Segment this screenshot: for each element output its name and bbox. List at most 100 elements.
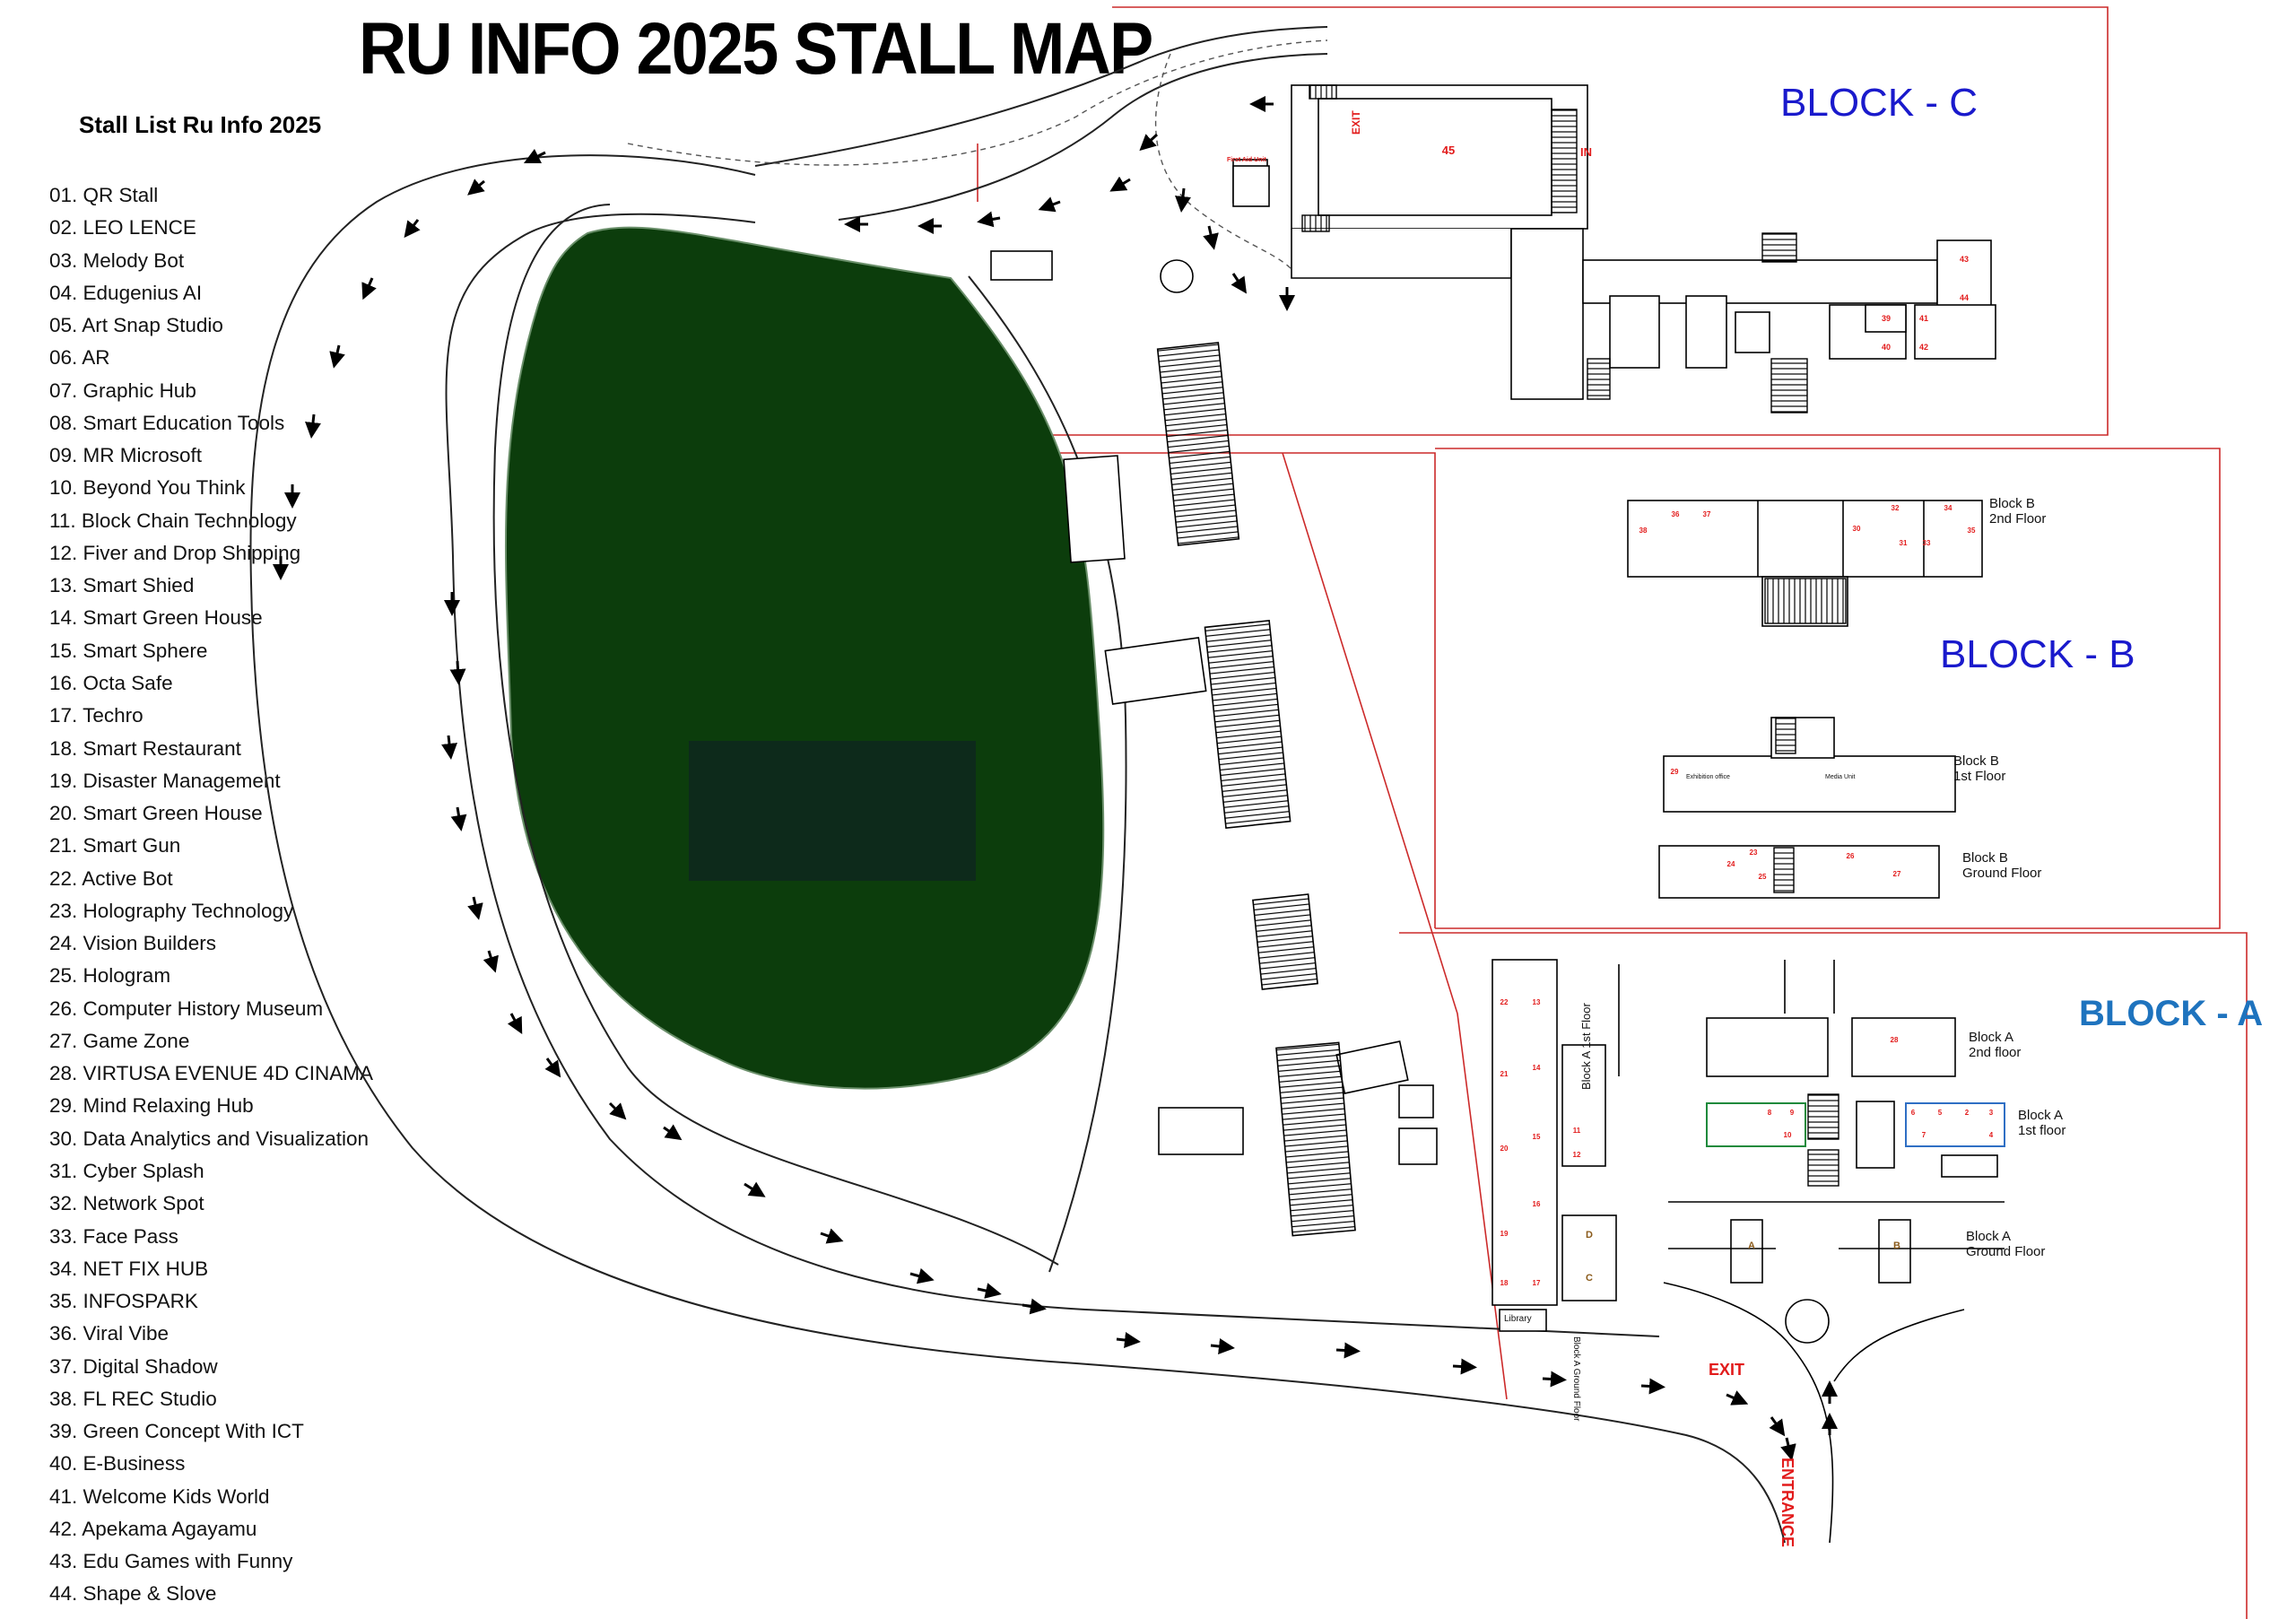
stall-number-36: 36 <box>1672 510 1680 518</box>
block-c-stairs <box>1301 84 1808 413</box>
central-stairs <box>1156 342 1356 1237</box>
stall-number-11: 11 <box>1573 1127 1581 1135</box>
stall-number-20: 20 <box>1500 1145 1509 1153</box>
stall-list-item: 03. Melody Bot <box>49 248 185 272</box>
stall-number-a: A <box>1748 1240 1755 1251</box>
stall-list-item: 06. AR <box>49 346 110 370</box>
stall-list-item: 23. Holography Technology <box>49 899 294 922</box>
stall-number-45: 45 <box>1442 144 1455 157</box>
stall-list-item: 12. Fiver and Drop Shipping <box>49 541 301 564</box>
stall-number-d: D <box>1586 1230 1593 1240</box>
block-c-in-label: IN <box>1580 145 1592 159</box>
stall-list-item: 15. Smart Sphere <box>49 639 208 662</box>
block-a-ground-floor-label: Block A Ground Floor <box>1966 1229 2046 1259</box>
stall-list-item: 17. Techro <box>49 704 144 727</box>
stall-list-heading: Stall List Ru Info 2025 <box>79 111 322 138</box>
stall-number-4: 4 <box>1989 1131 1994 1139</box>
stall-list-item: 07. Graphic Hub <box>49 379 196 402</box>
stall-number-13: 13 <box>1533 998 1541 1006</box>
stall-number-3: 3 <box>1989 1109 1994 1117</box>
stall-list-item: 30. Data Analytics and Visualization <box>49 1127 370 1150</box>
stall-number-26: 26 <box>1847 852 1855 860</box>
stall-number-29: 29 <box>1671 768 1679 776</box>
stall-list-item: 38. FL REC Studio <box>49 1387 217 1410</box>
stall-number-28: 28 <box>1891 1036 1899 1044</box>
stall-list: 01. QR Stall 02. LEO LENCE 03. Melody Bot 0… <box>49 179 373 1611</box>
block-a-roads <box>1618 960 2005 1544</box>
road-arrows <box>273 96 1838 1461</box>
stall-list-item: 04. Edugenius AI <box>49 281 203 304</box>
stall-number-2: 2 <box>1965 1109 1970 1117</box>
stall-list-item: 10. Beyond You Think <box>49 476 246 500</box>
stall-list-item: 39. Green Concept With ICT <box>49 1420 304 1443</box>
stall-number-b: B <box>1893 1240 1900 1251</box>
entrance-label: ENTRANCE <box>1779 1458 1796 1548</box>
stall-list-item: 21. Smart Gun <box>49 834 181 857</box>
stall-list-item: 11. Block Chain Technology <box>49 509 297 532</box>
stall-list-item: 40. E-Business <box>49 1452 186 1475</box>
stall-list-item: 33. Face Pass <box>49 1224 178 1248</box>
stall-list-item: 43. Edu Games with Funny <box>49 1550 293 1573</box>
block-a-first-floor-vertical-label: Block A 1st Floor <box>1579 1003 1593 1090</box>
library-label: Library <box>1504 1314 1532 1324</box>
stall-number-40: 40 <box>1882 343 1891 352</box>
stall-number-41: 41 <box>1919 314 1928 323</box>
stall-list-item: 37. Digital Shadow <box>49 1354 218 1378</box>
stall-list-item: 05. Art Snap Studio <box>49 314 223 337</box>
stall-list-item: 09. MR Microsoft <box>49 444 203 467</box>
stall-number-27: 27 <box>1893 870 1901 878</box>
stall-list-item: 44. Shape & Slove <box>49 1582 217 1606</box>
stall-number-42: 42 <box>1919 343 1928 352</box>
block-c-exit-label: EXIT <box>1350 110 1362 135</box>
block-a-buildings <box>1492 959 2005 1344</box>
stall-list-item: 34. NET FIX HUB <box>49 1257 209 1280</box>
stall-number-8: 8 <box>1768 1109 1772 1117</box>
block-c-label: BLOCK - C <box>1780 81 1979 125</box>
block-b-first-floor-label: Block B 1st Floor <box>1953 753 2006 784</box>
stall-number-38: 38 <box>1639 527 1648 535</box>
block-b-stairs <box>1764 578 1847 893</box>
stall-number-16: 16 <box>1533 1200 1541 1208</box>
stall-list-item: 16. Octa Safe <box>49 671 173 694</box>
stall-list-item: 27. Game Zone <box>49 1029 190 1052</box>
media-unit-label: Media Unit <box>1825 774 1856 780</box>
stall-list-item: 02. LEO LENCE <box>49 216 196 239</box>
stall-list-item: 24. Vision Builders <box>49 932 216 955</box>
exhibition-office-label: Exhibition office <box>1686 774 1730 780</box>
block-b-second-floor-label: Block B 2nd Floor <box>1989 496 2047 527</box>
stall-number-37: 37 <box>1703 510 1711 518</box>
block-a-ground-floor-vertical-label: Block A Ground Floor <box>1571 1336 1581 1422</box>
playground <box>504 226 1105 1090</box>
stall-list-item: 19. Disaster Management <box>49 769 281 792</box>
stall-list-item: 42. Apekama Agayamu <box>49 1517 257 1540</box>
stall-list-item: 36. Viral Vibe <box>49 1322 170 1345</box>
stall-number-14: 14 <box>1533 1064 1541 1072</box>
stall-number-12: 12 <box>1573 1151 1581 1159</box>
stall-list-item: 35. INFOSPARK <box>49 1290 198 1313</box>
stall-number-32: 32 <box>1892 504 1900 512</box>
stall-list-item: 18. Smart Restaurant <box>49 736 241 760</box>
stall-list-item: 08. Smart Education Tools <box>49 411 285 434</box>
block-b-buildings <box>1627 500 1983 899</box>
block-b-label: BLOCK - B <box>1940 632 2135 676</box>
stall-list-item: 01. QR Stall <box>49 184 159 206</box>
stall-number-18: 18 <box>1500 1279 1509 1287</box>
stall-number-21: 21 <box>1500 1070 1509 1078</box>
section-borders <box>977 6 2248 1619</box>
road-outer <box>249 26 1786 1544</box>
stall-list-item: 13. Smart Shied <box>49 574 195 597</box>
stall-list-item: 14. Smart Green House <box>49 606 263 630</box>
stall-number-35: 35 <box>1968 527 1976 535</box>
stall-list-item: 29. Mind Relaxing Hub <box>49 1094 254 1118</box>
stall-list-item: 22. Active Bot <box>49 866 173 890</box>
stall-number-31: 31 <box>1900 539 1908 547</box>
stall-number-33: 33 <box>1923 539 1931 547</box>
block-a-second-floor-label: Block A 2nd floor <box>1969 1030 2022 1060</box>
stall-number-17: 17 <box>1533 1279 1541 1287</box>
stall-number-10: 10 <box>1784 1131 1792 1139</box>
block-b-ground-floor-label: Block B Ground Floor <box>1962 850 2042 881</box>
stall-number-24: 24 <box>1727 860 1735 868</box>
stall-list-item: 31. Cyber Splash <box>49 1159 204 1182</box>
